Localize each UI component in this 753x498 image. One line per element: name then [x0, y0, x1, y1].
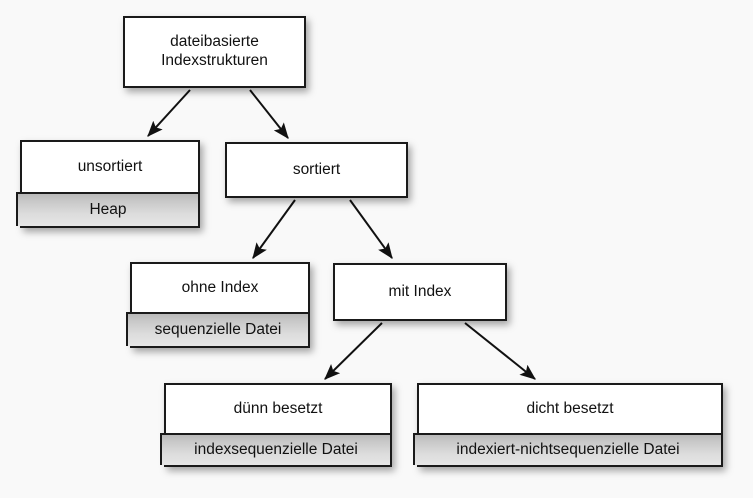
node-dicht-besetzt-title: dicht besetzt [419, 385, 721, 433]
node-dicht-besetzt-subtitle: indexiert-nichtsequenzielle Datei [413, 433, 723, 465]
node-unsortiert-title: unsortiert [22, 142, 198, 192]
node-duenn-besetzt-title: dünn besetzt [166, 385, 390, 433]
edge-sortiert-to-mit-index [349, 199, 393, 259]
node-mit-index-title: mit Index [335, 265, 505, 319]
edge-root-to-sortiert [249, 89, 289, 139]
edge-sortiert-to-ohne-index [252, 199, 296, 259]
node-mit-index[interactable]: mit Index [333, 263, 507, 321]
node-sortiert-title: sortiert [227, 144, 406, 196]
node-unsortiert-subtitle: Heap [16, 192, 200, 226]
edge-root-to-unsortiert [147, 89, 191, 137]
edge-mit-index-to-dicht-besetzt [464, 322, 536, 380]
node-root[interactable]: dateibasierte Indexstrukturen [123, 16, 306, 88]
node-ohne-index-title: ohne Index [132, 264, 308, 312]
node-root-title: dateibasierte Indexstrukturen [125, 18, 304, 86]
node-ohne-index-subtitle: sequenzielle Datei [126, 312, 310, 346]
edge-mit-index-to-duenn-besetzt [324, 322, 383, 380]
node-duenn-besetzt-subtitle: indexsequenzielle Datei [160, 433, 392, 465]
node-sortiert[interactable]: sortiert [225, 142, 408, 198]
